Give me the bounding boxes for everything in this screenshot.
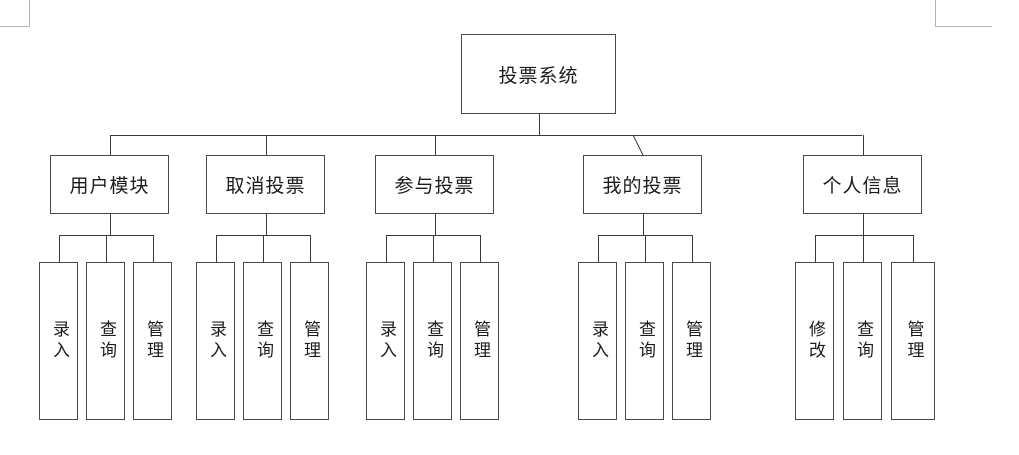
branch-leaf-stem-4 xyxy=(862,214,864,235)
node-branch-label: 参与投票 xyxy=(394,175,475,197)
leaf-stem-2-0 xyxy=(385,235,387,262)
leaf-stem-4-2 xyxy=(913,235,914,262)
corner-mark-top-left xyxy=(0,0,30,27)
node-leaf-label: 录入 xyxy=(49,320,69,362)
branch-leaf-stem-3 xyxy=(642,214,644,235)
node-leaf-label: 查询 xyxy=(253,320,273,362)
branch-connector-diagonal-3 xyxy=(632,134,643,156)
node-branch-2[interactable]: 参与投票 xyxy=(375,155,494,214)
node-leaf-label: 查询 xyxy=(853,320,873,362)
node-leaf-label: 管理 xyxy=(903,320,924,362)
branch-leaf-stem-1 xyxy=(265,214,267,235)
leaf-stem-2-2 xyxy=(479,235,481,262)
branch-stem-2 xyxy=(434,135,436,155)
node-branch-label: 个人信息 xyxy=(822,175,903,197)
leaf-stem-3-0 xyxy=(597,235,599,262)
node-leaf-1-0[interactable]: 录入 xyxy=(196,262,235,420)
node-leaf-label: 管理 xyxy=(470,320,490,362)
node-leaf-label: 管理 xyxy=(682,320,702,362)
node-leaf-1-2[interactable]: 管理 xyxy=(290,262,329,420)
node-root[interactable]: 投票系统 xyxy=(461,34,616,114)
leaf-stem-1-0 xyxy=(215,235,217,262)
main-bus xyxy=(110,135,862,136)
node-leaf-4-1[interactable]: 查询 xyxy=(843,262,882,420)
node-leaf-label: 录入 xyxy=(206,320,226,362)
node-branch-4[interactable]: 个人信息 xyxy=(803,155,922,214)
leaf-bus-4 xyxy=(814,235,913,236)
node-leaf-label: 查询 xyxy=(423,320,443,362)
leaf-stem-1-1 xyxy=(262,235,264,262)
corner-mark-top-right xyxy=(935,0,992,27)
branch-stem-4 xyxy=(862,135,864,155)
node-leaf-label: 修改 xyxy=(805,320,825,362)
node-branch-1[interactable]: 取消投票 xyxy=(206,155,325,214)
node-leaf-label: 录入 xyxy=(376,320,396,362)
branch-leaf-stem-0 xyxy=(109,214,111,235)
node-leaf-label: 管理 xyxy=(300,320,320,362)
node-branch-3[interactable]: 我的投票 xyxy=(583,155,702,214)
node-leaf-0-0[interactable]: 录入 xyxy=(39,262,78,420)
node-leaf-4-0[interactable]: 修改 xyxy=(795,262,834,420)
branch-stem-1 xyxy=(265,135,267,155)
node-leaf-label: 查询 xyxy=(96,320,116,362)
node-leaf-3-2[interactable]: 管理 xyxy=(672,262,711,420)
node-leaf-1-1[interactable]: 查询 xyxy=(243,262,282,420)
node-leaf-2-2[interactable]: 管理 xyxy=(460,262,499,420)
node-branch-label: 用户模块 xyxy=(69,175,150,197)
node-leaf-2-1[interactable]: 查询 xyxy=(413,262,452,420)
node-leaf-label: 管理 xyxy=(143,320,163,362)
node-branch-0[interactable]: 用户模块 xyxy=(50,155,169,214)
branch-leaf-stem-2 xyxy=(434,214,436,235)
leaf-stem-3-2 xyxy=(691,235,693,262)
root-stem xyxy=(538,114,540,135)
node-leaf-label: 查询 xyxy=(635,320,655,362)
node-leaf-3-0[interactable]: 录入 xyxy=(578,262,617,420)
node-leaf-0-2[interactable]: 管理 xyxy=(133,262,172,420)
leaf-stem-3-1 xyxy=(644,235,646,262)
node-branch-label: 我的投票 xyxy=(602,175,683,197)
leaf-stem-4-0 xyxy=(814,235,816,262)
branch-stem-0 xyxy=(109,135,111,155)
leaf-stem-0-0 xyxy=(58,235,60,262)
leaf-stem-1-2 xyxy=(309,235,311,262)
leaf-stem-0-2 xyxy=(152,235,154,262)
node-leaf-4-2[interactable]: 管理 xyxy=(891,262,935,420)
node-leaf-2-0[interactable]: 录入 xyxy=(366,262,405,420)
node-leaf-label: 录入 xyxy=(588,320,608,362)
node-leaf-3-1[interactable]: 查询 xyxy=(625,262,664,420)
leaf-stem-2-1 xyxy=(432,235,434,262)
node-branch-label: 取消投票 xyxy=(225,175,306,197)
leaf-stem-0-1 xyxy=(105,235,107,262)
node-leaf-0-1[interactable]: 查询 xyxy=(86,262,125,420)
node-root-label: 投票系统 xyxy=(498,64,579,87)
leaf-stem-4-1 xyxy=(862,235,864,262)
